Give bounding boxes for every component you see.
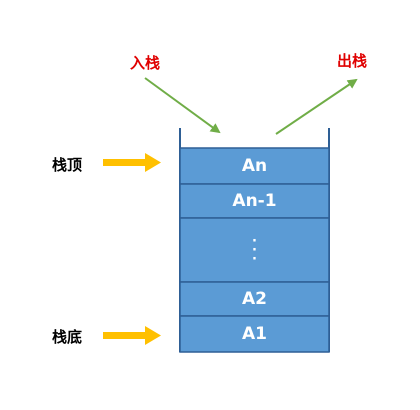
top-pointer-arrow bbox=[103, 153, 161, 172]
stack-cell-a2-label: A2 bbox=[242, 289, 267, 309]
pop-arrow bbox=[275, 78, 358, 135]
stack-cell-a2 bbox=[179, 281, 330, 317]
stack-cell-ellipsis-label: · · · bbox=[252, 233, 257, 267]
stack-cell-an bbox=[179, 147, 330, 185]
push-label: 入栈 bbox=[130, 54, 161, 72]
stack-cell-a1-label: A1 bbox=[242, 324, 267, 344]
stack-bottom-label: 栈底 bbox=[52, 328, 83, 346]
stack-cell-an-1-label: An-1 bbox=[232, 191, 277, 211]
push-arrow bbox=[144, 77, 221, 134]
stack-cell-a1 bbox=[179, 315, 330, 353]
stack-cell-ellipsis bbox=[179, 217, 330, 283]
bottom-pointer-arrow bbox=[103, 326, 161, 345]
pop-label: 出栈 bbox=[337, 52, 368, 70]
stack-cell-an-label: An bbox=[241, 156, 268, 176]
stack-top-label: 栈顶 bbox=[52, 156, 83, 174]
stack-cell-an-1 bbox=[179, 183, 330, 219]
